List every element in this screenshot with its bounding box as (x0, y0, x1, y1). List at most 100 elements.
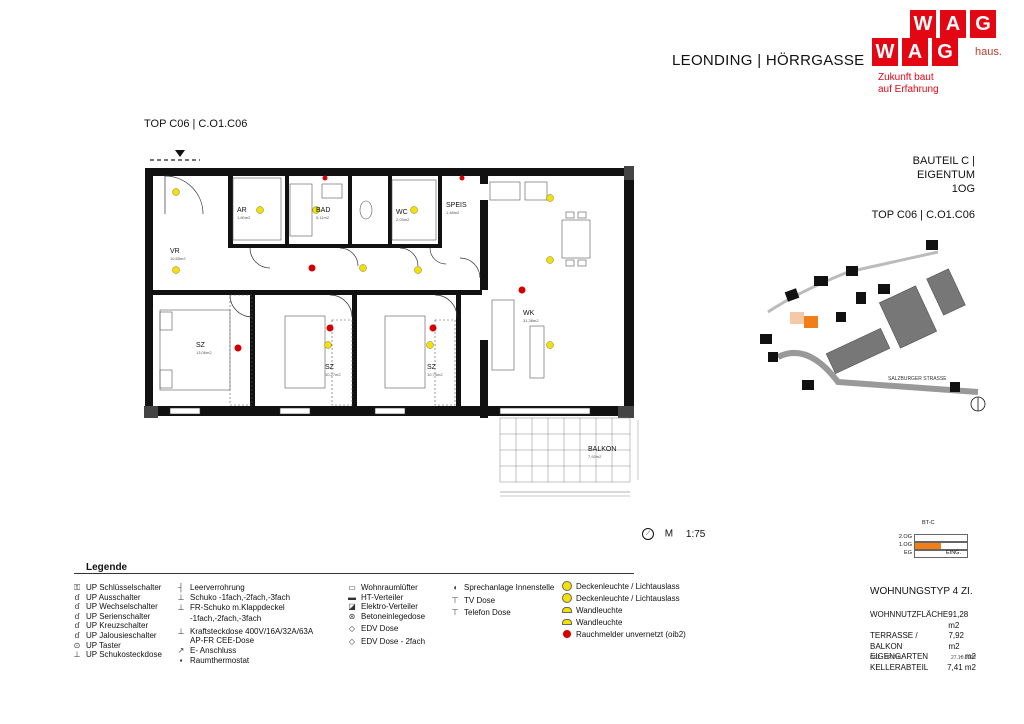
legend-item: ◇EDV Dose - 2fach (345, 637, 425, 647)
area-row: EIGENGARTEN- m2 (870, 652, 976, 661)
logo-letter: G (970, 10, 996, 38)
legend-item: ⊙UP Taster (70, 641, 162, 651)
legend-item: Wandleuchte (560, 617, 686, 629)
walls (144, 166, 634, 418)
room-area: 7,92m2 (588, 454, 602, 459)
legend-item: ▪Raumthermostat (174, 656, 313, 666)
legend-item: Wandleuchte (560, 605, 686, 617)
legend-item: ▭Wohnraumlüfter (345, 583, 425, 593)
logo-letter: A (902, 38, 928, 66)
legend-item: ⚿UP Schlüsselschalter (70, 583, 162, 593)
doors (164, 175, 481, 318)
legend-item: Deckenleuchte / Lichtauslass (560, 592, 686, 606)
drawing-footer: GEZ.: HP/THU 27.10.2022 (870, 655, 976, 661)
legend-item: ◖Sprechanlage Innenstelle (448, 583, 555, 593)
conduit-icon: ┤ (178, 583, 184, 592)
level-bar (914, 550, 968, 558)
scale-value: 1:75 (685, 528, 706, 540)
room-area: 5,11m2 (316, 215, 330, 220)
balcony-grid (499, 417, 631, 493)
floor-label: 1OG (951, 183, 975, 195)
slogan-line: auf Erfahrung (878, 84, 939, 95)
legend-item: ⊥FR-Schuko m.Klappdeckel (174, 602, 313, 614)
logo-letter: W (910, 10, 936, 38)
legend-item: ◇EDV Dose (345, 624, 425, 634)
ht-distributor-icon: ▬ (348, 592, 356, 602)
level-bar (914, 542, 968, 550)
electric-distributor-icon: ◪ (348, 602, 356, 612)
legend-title: Legende (86, 562, 128, 573)
scale-icon: ⟋ (642, 528, 654, 540)
switch-icon: ɗ (74, 592, 80, 602)
fr-socket-icon: ⊥ (177, 603, 185, 613)
room-area: 10,74m2 (427, 372, 443, 377)
room-name: WK (523, 310, 535, 317)
legend-item: ◪Elektro-Verteiler (345, 602, 425, 612)
smoke-detectors (234, 264, 526, 352)
thermostat-icon: ▪ (179, 655, 183, 665)
concrete-box-icon: ⊛ (348, 611, 356, 621)
ceiling-light-icon (560, 592, 574, 606)
drawn-by: GEZ.: HP/THU (870, 655, 904, 661)
legend-item: ⊥UP Schukosteckdose (70, 650, 162, 660)
ceiling-lights (172, 175, 554, 349)
level-label: EG (904, 550, 912, 556)
switch-icon: ɗ (74, 621, 80, 631)
legend-item: ⊤Telefon Dose (448, 608, 554, 618)
legend-divider (74, 573, 634, 574)
room-name: VR (170, 248, 180, 255)
room-name: BAD (316, 207, 331, 214)
legend-item: ↗E- Anschluss (174, 646, 313, 656)
level-label: 1.OG (898, 542, 912, 548)
bauteil-label: BAUTEIL C | EIGENTUM (912, 155, 975, 181)
furniture (150, 150, 591, 406)
room-area: 31,38m2 (523, 318, 539, 323)
legend-item: ⊛Betoneinlegedose (345, 612, 425, 622)
wag-logo: W A G W A G (868, 8, 1016, 98)
legend-item: ⊤TV Dose (448, 596, 554, 606)
legend-item: ⊥Kraftsteckdose 400V/16A/32A/63A (174, 627, 314, 637)
scale-indicator: ⟋ M 1:75 (642, 528, 705, 540)
edv-socket-icon: ◇ (348, 636, 356, 646)
legend-column: ▭Wohnraumlüfter ▬HT-Verteiler ◪Elektro-V… (345, 583, 425, 647)
level-bar (914, 534, 968, 542)
logo-letter: W (872, 38, 898, 66)
legend-item: ⊥Schuko -1fach,-2fach,-3fach (174, 593, 313, 603)
wall-light-icon (560, 606, 574, 616)
slogan-line: Zukunft baut (878, 72, 934, 83)
unit-label: TOP C06 | C.O1.C06 (144, 118, 248, 130)
room-name: SZ (196, 342, 205, 349)
room-area: 2,03m2 (396, 217, 410, 222)
logo-letter: G (932, 38, 958, 66)
unit-info: BAUTEIL C | EIGENTUM 1OG TOP C06 | C.O1.… (860, 154, 975, 222)
apartment-type: WOHNUNGSTYP 4 ZI. (870, 586, 973, 597)
legend-item: ▬HT-Verteiler (345, 593, 425, 603)
legend-item: -1fach,-2fach,-3fach (190, 614, 262, 624)
unit-code: TOP C06 | C.O1.C06 (871, 209, 975, 221)
legend-item: AP-FR CEE-Dose (190, 636, 255, 646)
switch-icon: ɗ (74, 611, 80, 621)
scale-label: M (664, 528, 674, 540)
room-name: SZ (427, 364, 436, 371)
wall-light-icon (560, 618, 574, 628)
legend-column: ┤Leerverrohrung ⊥Schuko -1fach,-2fach,-3… (174, 583, 314, 666)
building-label: BT-C (922, 520, 935, 526)
switch-icon: ɗ (74, 630, 80, 640)
button-icon: ⊙ (73, 640, 81, 650)
edv-socket-icon: ◇ (348, 624, 356, 634)
room-name: WC (396, 209, 408, 216)
room-area: 10,65m2 (170, 256, 186, 261)
intercom-icon: ◖ (452, 583, 458, 592)
floor-plan (144, 150, 639, 497)
legend-item: Deckenleuchte / Lichtauslass (560, 580, 686, 593)
drawing-date: 27.10.2022 (950, 655, 976, 661)
room-name: AR (237, 207, 247, 214)
room-area: 1,80m2 (237, 215, 251, 220)
ventilator-icon: ▭ (348, 583, 356, 592)
